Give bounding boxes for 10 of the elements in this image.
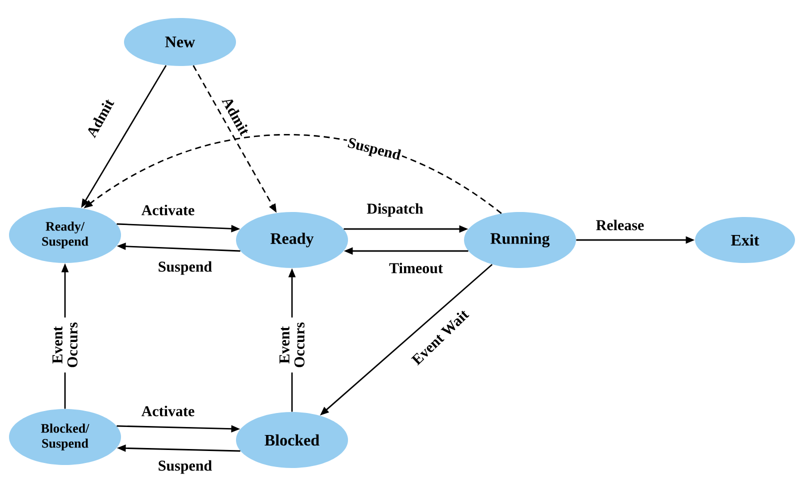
edge-label: Release <box>594 218 646 232</box>
edge-label: Suspend <box>156 458 214 476</box>
edge-label: Suspend <box>156 260 214 276</box>
edge-label: Timeout <box>388 261 444 275</box>
edge-label: Event Occurs <box>51 318 79 372</box>
edge-label: Dispatch <box>365 202 425 218</box>
edge-label: Activate <box>140 404 196 418</box>
edge-label: Activate <box>140 203 196 217</box>
edge-label: Event Occurs <box>278 318 306 372</box>
edge-label: Suspend <box>344 135 404 165</box>
